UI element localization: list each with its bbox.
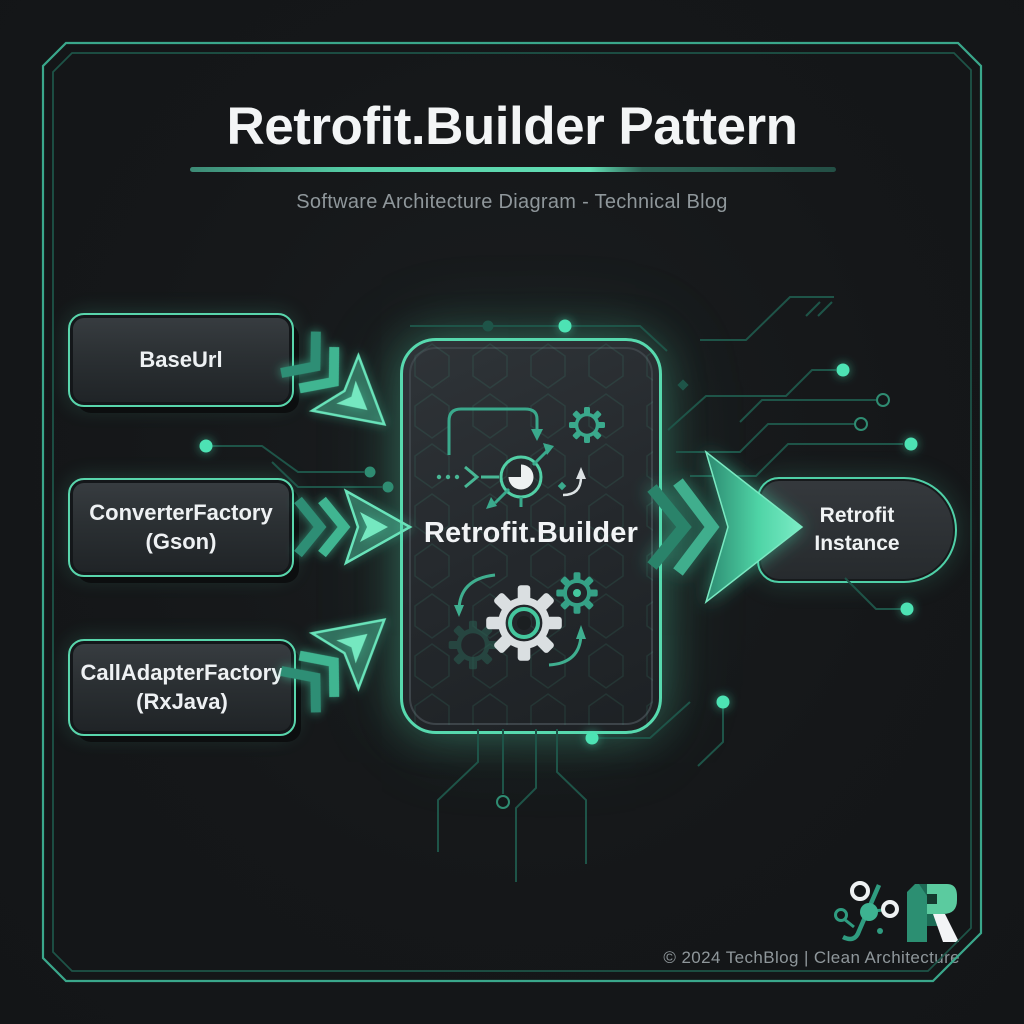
builder-box: Retrofit.Builder (400, 338, 662, 734)
circuit-node-square (677, 379, 689, 391)
arrow-down-icon (531, 429, 543, 441)
chevron-right-icon (464, 465, 480, 489)
molecule-logo-icon (834, 881, 899, 942)
component-box-calladapterfactory: CallAdapterFactory (RxJava) (68, 639, 296, 736)
builder-flow-icon (436, 405, 607, 509)
gear-icon (567, 405, 607, 445)
component-label-converterfactory: ConverterFactory (Gson) (89, 499, 273, 554)
component-label-calladapterfactory: CallAdapterFactory (RxJava) (80, 659, 284, 714)
component-label-baseurl: BaseUrl (139, 346, 223, 372)
builder-label: Retrofit.Builder (423, 517, 639, 549)
output-box: Retrofit Instance (757, 477, 957, 583)
page-subtitle: Software Architecture Diagram - Technica… (296, 191, 728, 213)
r-logo-icon (907, 884, 959, 942)
arrow-converter-to-builder (294, 488, 413, 566)
output-label: Retrofit Instance (814, 503, 900, 555)
builder-gears-icon (429, 553, 633, 693)
copyright-text: © 2024 TechBlog | Clean Architecture (663, 948, 960, 967)
page-title: Retrofit.Builder Pattern (226, 97, 798, 156)
component-box-converterfactory: ConverterFactory (Gson) (68, 478, 294, 577)
arrow-baseurl-to-builder (280, 331, 387, 426)
component-box-baseurl: BaseUrl (68, 313, 294, 407)
cycle-arrow-icon (457, 573, 496, 612)
cycle-arrow-icon (548, 632, 583, 667)
arrow-up-icon (576, 467, 586, 479)
title-underline (190, 167, 836, 172)
